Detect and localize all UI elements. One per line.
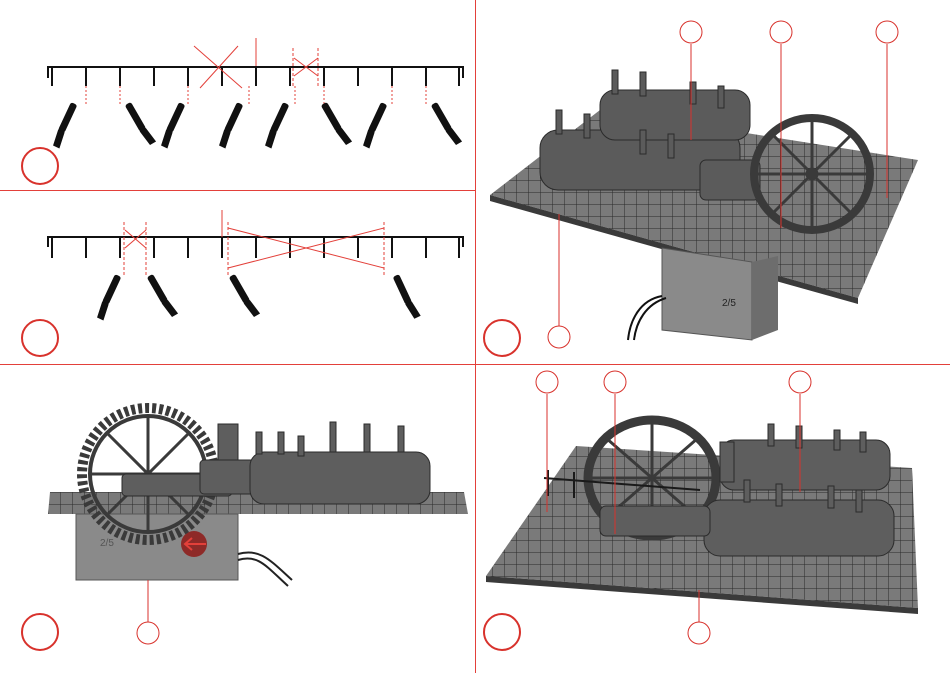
panel-engine-back-view xyxy=(484,371,918,650)
panel-rail-cut-a xyxy=(22,38,463,184)
cutter-icon xyxy=(160,103,187,148)
step-marker-1 xyxy=(22,148,58,184)
cutter-icon xyxy=(229,274,259,318)
panel-engine-top-view: 2/5 xyxy=(484,21,918,356)
callout-circle xyxy=(548,326,570,348)
cutter-icons-b xyxy=(96,274,420,320)
cutter-icon xyxy=(96,275,123,320)
cutter-icon xyxy=(362,103,389,148)
cutter-icons-a xyxy=(52,102,461,148)
cutter-icon xyxy=(125,102,155,146)
cutter-icon xyxy=(264,103,291,148)
cutter-icon xyxy=(431,102,461,146)
side-box-label: 2/5 xyxy=(100,538,114,549)
step-marker-5 xyxy=(484,614,520,650)
cutter-icon xyxy=(52,103,79,148)
panel-engine-side-view: 2/5 xyxy=(22,408,468,650)
panel-rail-cut-b xyxy=(22,210,463,356)
callout-circle xyxy=(876,21,898,43)
callout-circle xyxy=(536,371,558,393)
railing-a xyxy=(48,67,463,86)
cutter-icon xyxy=(393,274,420,319)
callout-circle xyxy=(770,21,792,43)
callout-circle xyxy=(680,21,702,43)
engine-block xyxy=(540,70,760,200)
callout-circle xyxy=(604,371,626,393)
callout-circle xyxy=(688,622,710,644)
stand-box xyxy=(662,248,752,340)
side-cable xyxy=(238,552,292,586)
cutter-icon xyxy=(321,102,351,146)
step-marker-3 xyxy=(484,320,520,356)
stand-box-side xyxy=(752,256,778,340)
callout-circle xyxy=(789,371,811,393)
side-engine-body xyxy=(122,422,430,504)
step-marker-4 xyxy=(22,614,58,650)
step-marker-2 xyxy=(22,320,58,356)
cutter-icon xyxy=(218,103,245,148)
railing-b xyxy=(48,237,463,258)
flywheel xyxy=(754,118,870,230)
cutter-icon xyxy=(147,274,177,318)
box-label: 2/5 xyxy=(722,298,736,309)
cable xyxy=(628,296,666,340)
callout-circle xyxy=(137,622,159,644)
cut-marks-b xyxy=(124,210,384,275)
